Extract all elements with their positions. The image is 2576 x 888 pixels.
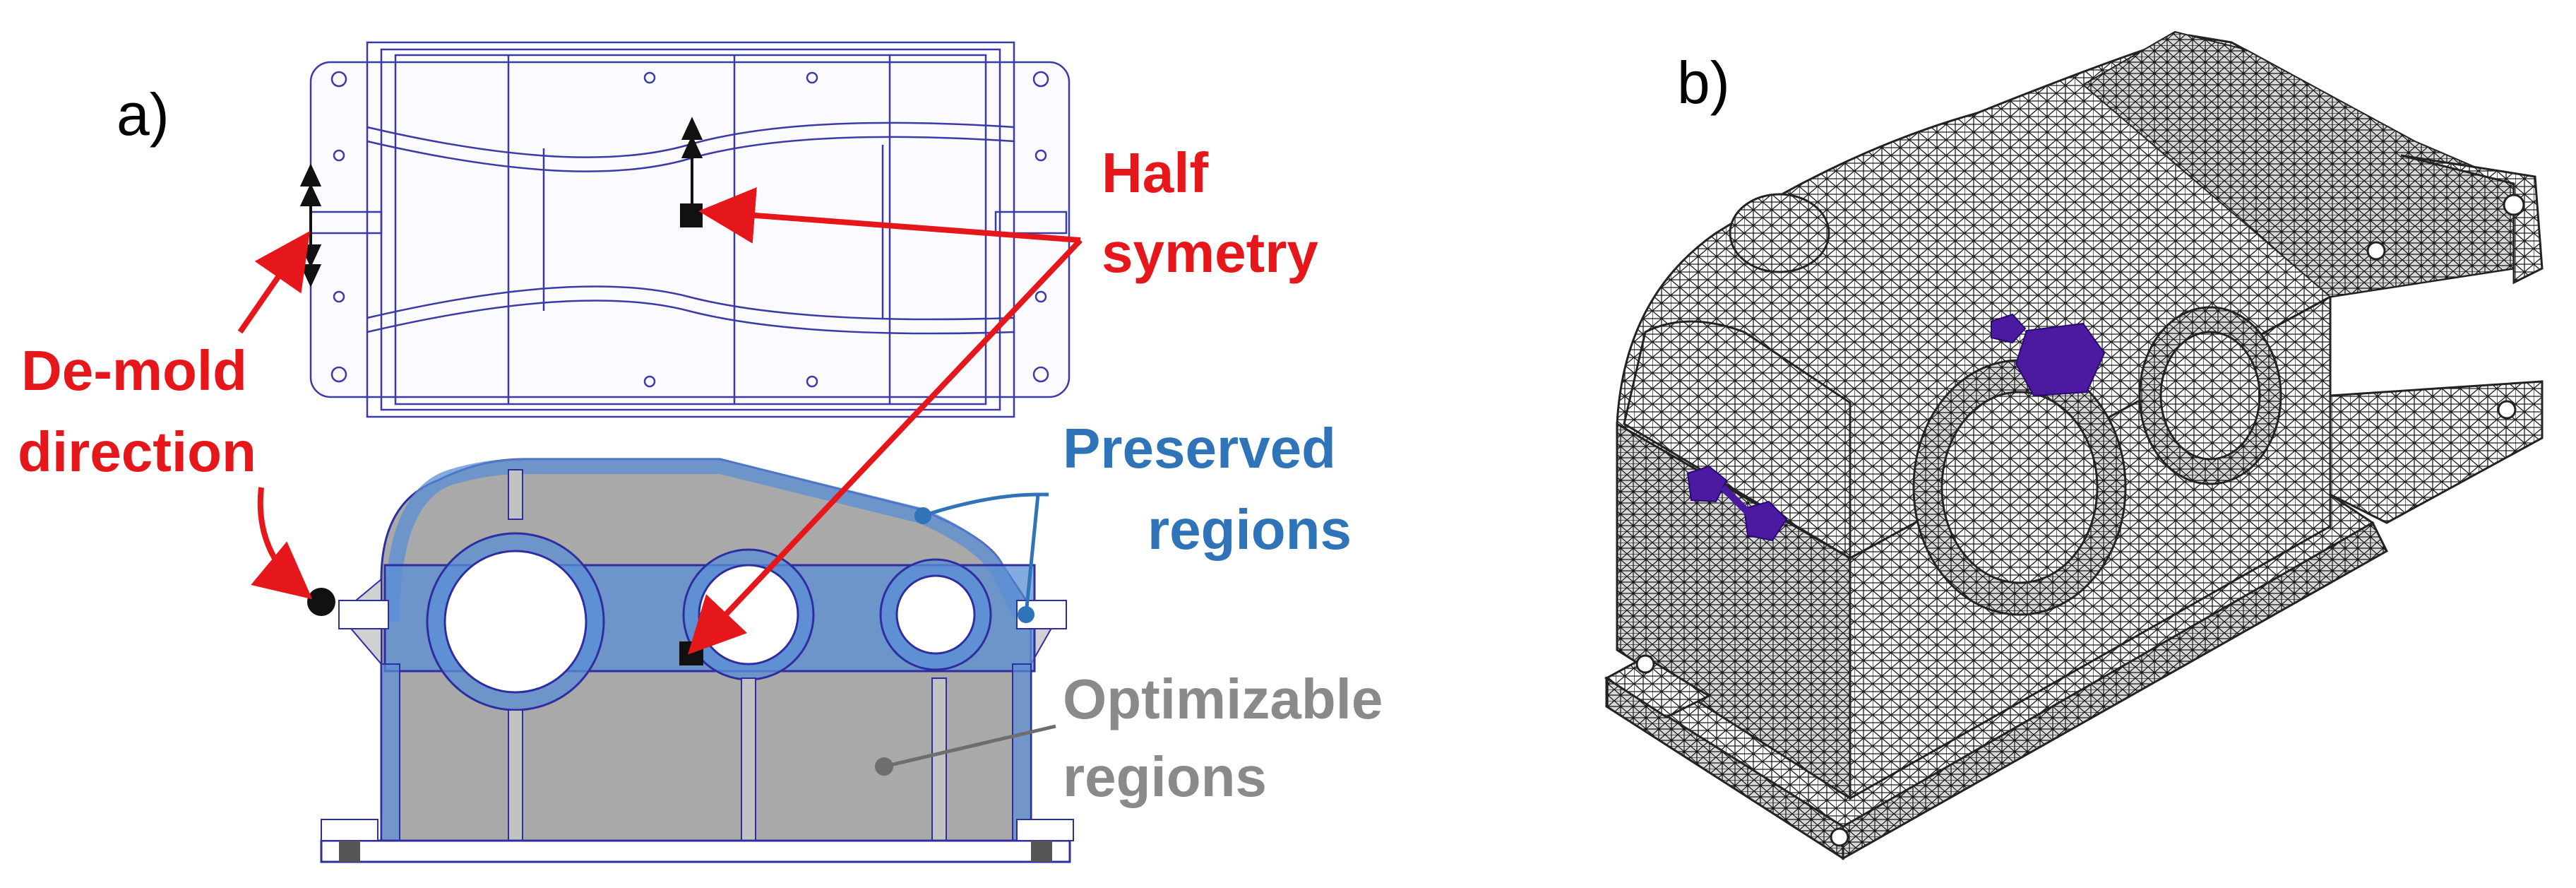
optimizable-regions-label-line1: Optimizable	[1063, 668, 1383, 730]
front-view-drawing	[307, 458, 1074, 863]
panel-label-a: a)	[117, 81, 169, 148]
preserved-regions-label-line1: Preserved	[1063, 417, 1336, 480]
half-symmetry-label-line2: symetry	[1102, 221, 1318, 284]
half-symmetry-label-line1: Half	[1102, 141, 1209, 204]
demold-direction-label-line2: direction	[18, 420, 256, 483]
annotation-arrows	[237, 187, 1083, 655]
demold-direction-label-line1: De-mold	[21, 339, 247, 402]
preserved-regions-label-line2: regions	[1147, 498, 1352, 561]
symmetry-markers	[1686, 313, 2106, 542]
optimizable-leader-line	[883, 724, 1056, 769]
meshed-gearbox-model	[1604, 30, 2544, 860]
preserved-leader-lines	[922, 492, 1049, 615]
panel-label-b: b)	[1677, 49, 1730, 116]
optimizable-regions-label-line2: regions	[1063, 745, 1267, 808]
